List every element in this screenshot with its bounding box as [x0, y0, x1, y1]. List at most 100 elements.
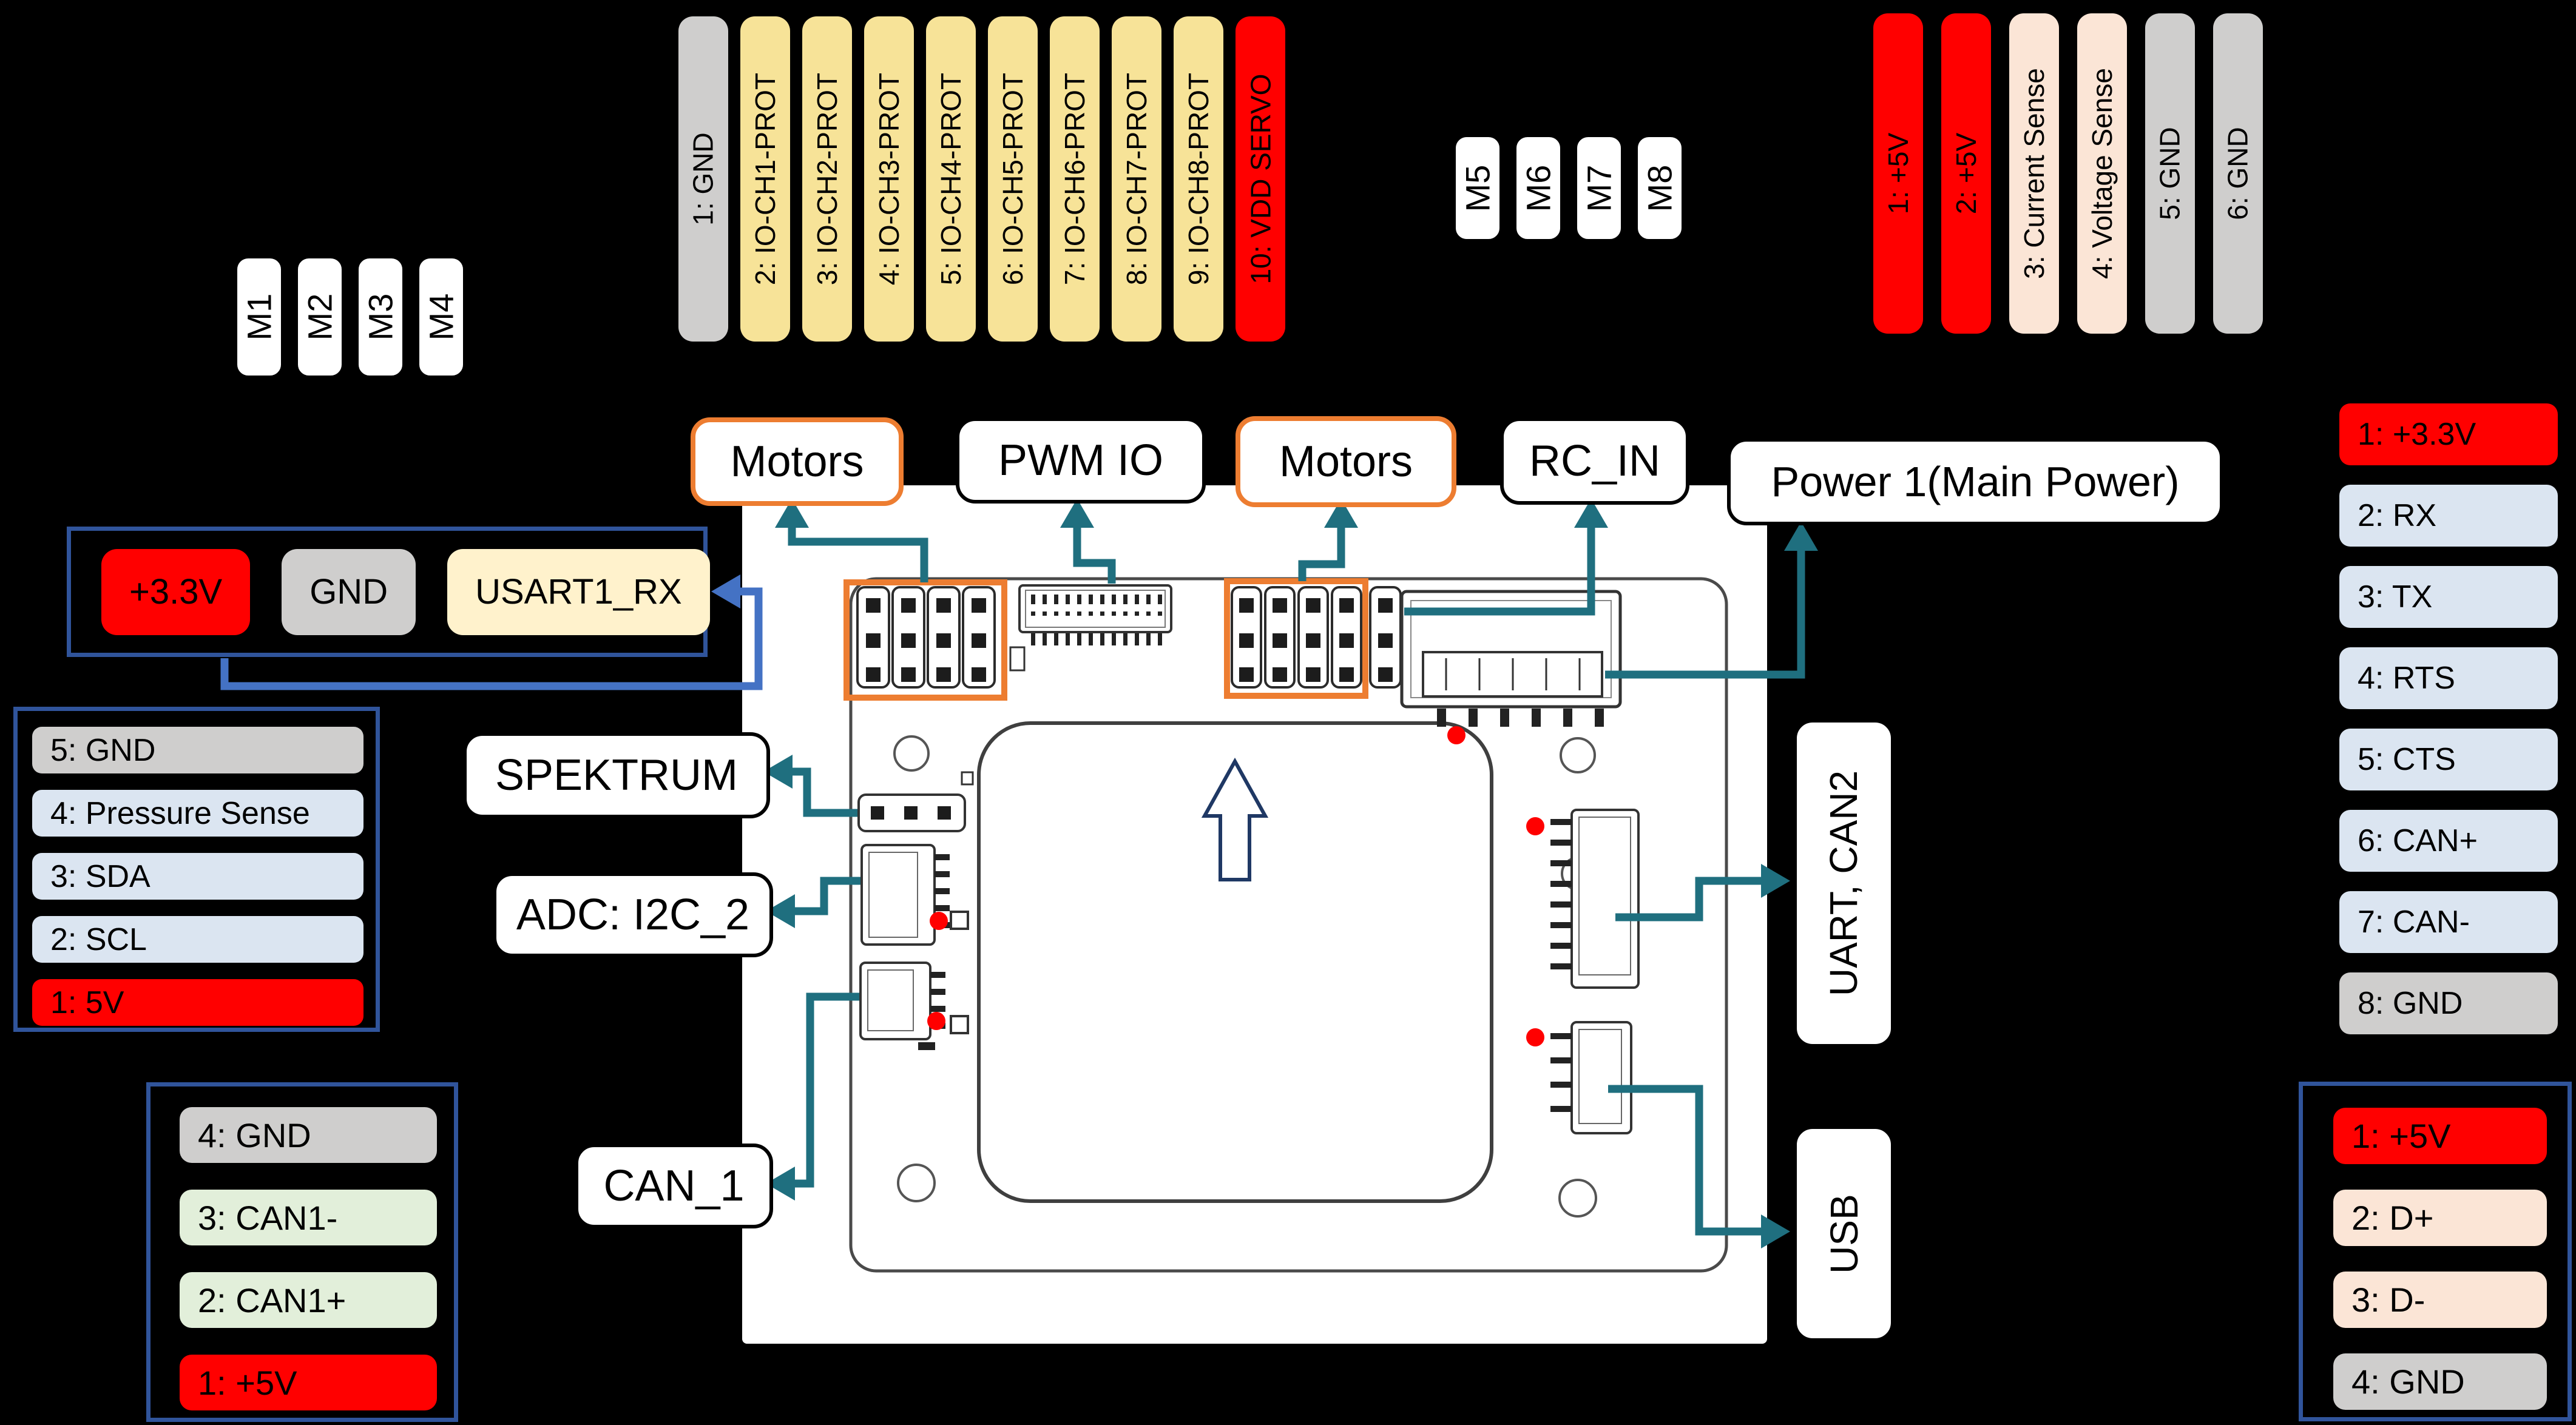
usb-pin-pill: 3: D-: [2333, 1272, 2547, 1328]
uart-can2-pin-pill-text: 8: GND: [2358, 986, 2463, 1021]
usart1-pinout-box: +3.3V GND USART1_RX: [67, 527, 710, 657]
uart-can2-pin-pill: 5: CTS: [2339, 729, 2558, 790]
pwm-io-label: PWM IO: [956, 417, 1206, 504]
io-pin-pill: 7: IO-CH6-PROT: [1050, 16, 1100, 342]
uart-can2-pin-pill: 1: +3.3V: [2339, 403, 2558, 465]
uart-can2-connector: [1550, 809, 1640, 989]
adc-i2c2-label-text: ADC: I2C_2: [516, 891, 750, 939]
i2c2-pin-pill: 5: GND: [32, 727, 363, 773]
power-pin-pill: 6: GND: [2213, 13, 2263, 334]
uart-can2-pin-pill: 3: TX: [2339, 566, 2558, 628]
usb-pin-pill-text: 4: GND: [2351, 1363, 2465, 1401]
i2c2-pin-pill: 4: Pressure Sense: [32, 790, 363, 837]
uart-can2-label-text: UART, CAN2: [1822, 770, 1866, 997]
usart-pin-pill: GND: [282, 548, 416, 635]
usart1-pin-list: +3.3V GND USART1_RX: [101, 548, 710, 635]
usb-pin-pill-text: 3: D-: [2351, 1281, 2426, 1319]
io-pin-pill: 10: VDD SERVO: [1236, 16, 1285, 342]
usb-pin-pill-text: 2: D+: [2351, 1199, 2434, 1237]
motor-label-pill: M6: [1513, 133, 1564, 243]
motor-bank-1-connector: [856, 586, 996, 689]
imu-shield: [977, 721, 1493, 1203]
power-pin-pill: 2: +5V: [1941, 13, 1991, 334]
power1-label: Power 1(Main Power): [1727, 438, 2223, 525]
motor-label-pill: M3: [355, 255, 406, 379]
power-pin-pill: 3: Current Sense: [2009, 13, 2059, 334]
can1-label: CAN_1: [575, 1144, 773, 1228]
can1-pin-pill-text: 4: GND: [198, 1116, 311, 1154]
io-pin-pill: 5: IO-CH4-PROT: [926, 16, 976, 342]
motors1-label-text: Motors: [730, 437, 864, 486]
i2c2-pin-pill: 1: 5V: [32, 979, 363, 1026]
uart-can2-pin-pill-text: 6: CAN+: [2358, 823, 2478, 858]
can1-pin-pill: 2: CAN1+: [180, 1272, 437, 1328]
motor-bank-2-connector: [1231, 586, 1402, 689]
uart-can2-pin-pill-text: 7: CAN-: [2358, 905, 2470, 940]
small-component: [1009, 646, 1026, 672]
io-pin-pill: 2: IO-CH1-PROT: [740, 16, 790, 342]
usb-pin-pill-text: 1: +5V: [2351, 1117, 2451, 1155]
usart-pin-pill: USART1_RX: [447, 548, 710, 635]
io-pin-pill: 1: GND: [678, 16, 728, 342]
pwm-io-connector: [1018, 584, 1172, 645]
usb-pin-pill: 1: +5V: [2333, 1108, 2547, 1164]
motors1-label: Motors: [691, 417, 904, 506]
rc-in-label: RC_IN: [1500, 417, 1689, 505]
usart-pin-pill-text: GND: [309, 572, 388, 611]
uart-can2-pin-pill-text: 5: CTS: [2358, 742, 2456, 777]
teal-arrows: [788, 513, 1805, 1236]
uart-can2-pinout-list: 1: +3.3V 2: RX 3: TX 4: RTS 5: CTS 6: CAN+ 7: …: [2339, 403, 2558, 1034]
i2c2-pin-pill-text: 3: SDA: [50, 858, 150, 894]
adc-i2c2-label: ADC: I2C_2: [493, 872, 773, 957]
power-pin-pill: 1: +5V: [1873, 13, 1923, 334]
rc-in-label-text: RC_IN: [1529, 437, 1661, 485]
solder-pad: [961, 771, 974, 786]
io-pin-pill: 6: IO-CH5-PROT: [988, 16, 1038, 342]
spektrum-label: SPEKTRUM: [463, 732, 770, 818]
power1-label-text: Power 1(Main Power): [1771, 458, 2180, 505]
board-drawing: [742, 485, 1767, 1344]
usart-pin-pill-text: USART1_RX: [475, 572, 682, 611]
uart-can2-label: UART, CAN2: [1793, 719, 1895, 1048]
uart-can2-pin-pill-text: 3: TX: [2358, 579, 2433, 615]
usb-pinout-box: 1: +5V 2: D+ 3: D- 4: GND: [2299, 1082, 2572, 1421]
io-pin-pill: 4: IO-CH3-PROT: [864, 16, 914, 342]
uart-can2-pin-pill-text: 1: +3.3V: [2358, 417, 2476, 452]
uart-can2-pin-pill: 7: CAN-: [2339, 891, 2558, 953]
power-pin-pill: 5: GND: [2145, 13, 2195, 334]
uart-can2-pin-pill-text: 2: RX: [2358, 498, 2437, 533]
uart-can2-pin-pill: 8: GND: [2339, 972, 2558, 1034]
usb-label-text: USB: [1822, 1193, 1866, 1274]
motor-label-pill: M4: [416, 255, 467, 379]
teal-arrowheads: [763, 499, 1818, 1248]
can1-pinout-box: 4: GND 3: CAN1- 2: CAN1+ 1: +5V: [146, 1082, 458, 1422]
motors2-highlight-box: [1224, 578, 1368, 699]
motors2-label-text: Motors: [1279, 437, 1413, 486]
uart-can2-pin-pill: 2: RX: [2339, 485, 2558, 547]
usart-pin-pill-text: +3.3V: [129, 572, 223, 611]
can1-pin-pill: 4: GND: [180, 1107, 437, 1163]
can1-label-text: CAN_1: [603, 1162, 745, 1210]
orientation-arrow-icon: [1201, 757, 1269, 881]
adc-i2c2-pinout-box: 5: GND 4: Pressure Sense 3: SDA 2: SCL 1: 5V: [13, 707, 380, 1032]
motor-label-pill: M2: [294, 255, 345, 379]
blue-arrow-usart: [220, 574, 763, 690]
uart-can2-pin-pill: 4: RTS: [2339, 647, 2558, 709]
power-pin-pill: 4: Voltage Sense: [2077, 13, 2127, 334]
usart-pin-pill: +3.3V: [101, 548, 251, 635]
usb-connector: [1550, 1021, 1632, 1134]
spektrum-label-text: SPEKTRUM: [495, 751, 739, 800]
io-pin-pill: 8: IO-CH7-PROT: [1112, 16, 1161, 342]
can1-pin-pill-text: 2: CAN1+: [198, 1281, 347, 1319]
can1-pin-pill-text: 1: +5V: [198, 1363, 297, 1402]
i2c2-pin-pill-text: 2: SCL: [50, 921, 147, 957]
usb-pin-pill: 2: D+: [2333, 1190, 2547, 1246]
can1-pin-pill: 1: +5V: [180, 1355, 437, 1410]
solder-pad: [950, 911, 969, 930]
io-pin-pill: 9: IO-CH8-PROT: [1174, 16, 1223, 342]
motor-label-pill: M5: [1452, 133, 1503, 243]
can1-pin-pill-text: 3: CAN1-: [198, 1198, 338, 1237]
